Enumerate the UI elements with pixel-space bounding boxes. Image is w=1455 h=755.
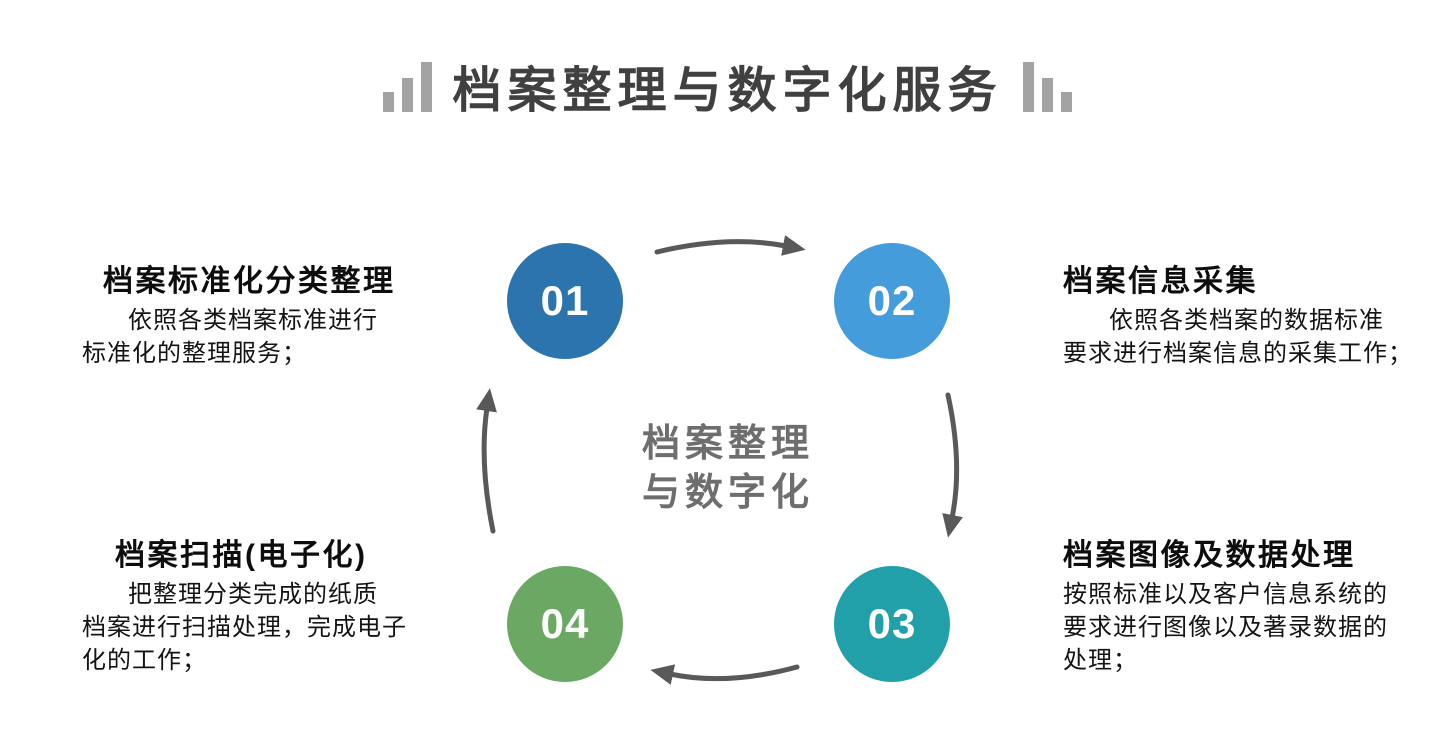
center-label-line2: 与数字化 (641, 472, 814, 514)
deco-bar (421, 62, 433, 112)
step-number: 04 (540, 600, 590, 647)
deco-bar (383, 92, 395, 112)
bar-chart-decoration-right (1022, 62, 1072, 112)
step-number: 02 (867, 277, 917, 324)
step-body-line: 化的工作； (82, 647, 207, 674)
step-heading: 档案信息采集 (1063, 265, 1258, 298)
step-body-line: 标准化的整理服务； (82, 340, 307, 367)
step-body-line: 处理； (1063, 647, 1138, 674)
header: 档案整理与数字化服务 (0, 62, 1455, 119)
deco-bar (1041, 78, 1053, 112)
step-text-01: 档案标准化分类整理 依照各类档案标准进行 标准化的整理服务； (82, 262, 422, 370)
step-circle-02: 02 (834, 243, 950, 359)
step-body-line: 依照各类档案的数据标准 (1109, 307, 1384, 334)
arrow-02-to-03 (942, 392, 963, 538)
step-number: 03 (867, 600, 917, 647)
deco-bar (1060, 92, 1072, 112)
step-circle-01: 01 (507, 243, 623, 359)
arrow-03-to-04 (650, 664, 800, 685)
bar-chart-decoration-left (383, 62, 433, 112)
step-body-line: 要求进行图像以及著录数据的 (1063, 614, 1388, 641)
step-body-line: 依照各类档案标准进行 (128, 307, 378, 334)
step-body-line: 档案进行扫描处理，完成电子 (82, 614, 407, 641)
diagram-center-label: 档案整理 与数字化 (528, 420, 928, 518)
step-number: 01 (540, 277, 590, 324)
step-text-03: 档案图像及数据处理 按照标准以及客户信息系统的 要求进行图像以及著录数据的 处理… (1063, 536, 1443, 677)
step-heading: 档案标准化分类整理 (103, 265, 396, 298)
step-text-04: 档案扫描(电子化) 把整理分类完成的纸质 档案进行扫描处理，完成电子 化的工作； (82, 536, 442, 677)
step-body-line: 把整理分类完成的纸质 (128, 581, 378, 608)
step-body-line: 要求进行档案信息的采集工作； (1063, 340, 1413, 367)
step-circle-03: 03 (834, 566, 950, 682)
arrow-01-to-02 (654, 235, 806, 256)
step-text-02: 档案信息采集 依照各类档案的数据标准 要求进行档案信息的采集工作； (1063, 262, 1443, 370)
step-heading: 档案图像及数据处理 (1063, 539, 1356, 572)
step-circle-04: 04 (507, 566, 623, 682)
arrow-04-to-01 (476, 388, 497, 534)
deco-bar (1022, 62, 1034, 112)
center-label-line1: 档案整理 (641, 423, 814, 465)
page-title: 档案整理与数字化服务 (452, 64, 1003, 119)
step-heading: 档案扫描(电子化) (115, 539, 368, 572)
step-body-line: 按照标准以及客户信息系统的 (1063, 581, 1388, 608)
deco-bar (402, 78, 414, 112)
